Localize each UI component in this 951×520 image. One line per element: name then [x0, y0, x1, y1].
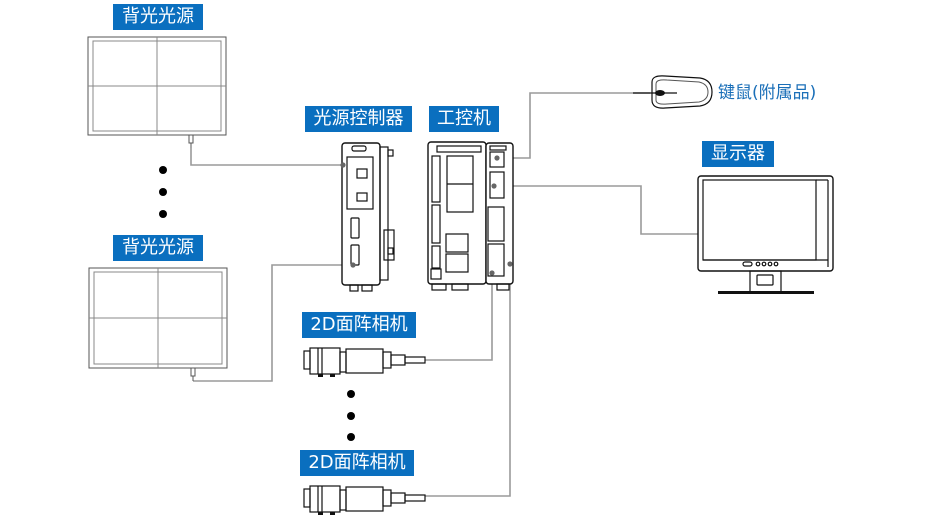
light-controller-illustration [340, 142, 395, 292]
ellipsis-dot [159, 188, 167, 196]
camera-ellipsis [347, 390, 355, 441]
port-dot [350, 262, 356, 268]
port-dot [494, 155, 500, 161]
ellipsis-dot [159, 166, 167, 174]
light-controller-label: 光源控制器 [305, 106, 412, 132]
ellipsis-dot [347, 412, 355, 420]
camera-top-label: 2D面阵相机 [302, 312, 416, 338]
backlight-bottom-label: 背光光源 [113, 235, 203, 261]
ipc-illustration [427, 141, 514, 291]
wire-backlight-top-to-controller [190, 148, 343, 166]
backlight-top-label: 背光光源 [113, 4, 203, 30]
camera-top-illustration [303, 347, 426, 377]
camera-bottom-label: 2D面阵相机 [300, 450, 414, 476]
ellipsis-dot [159, 210, 167, 218]
ellipsis-dot [347, 433, 355, 441]
backlight-bottom-illustration [88, 267, 228, 381]
camera-bottom-illustration [303, 485, 426, 515]
wires [190, 92, 700, 497]
port-dot [507, 261, 513, 267]
backlight-ellipsis [159, 166, 167, 218]
wire-backlight-bottom-to-controller [193, 264, 353, 382]
wire-monitor-to-ipc [494, 185, 700, 235]
monitor-label: 显示器 [702, 141, 774, 167]
backlight-top-illustration [87, 36, 227, 148]
ellipsis-dot [347, 390, 355, 398]
wire-camera-bottom-to-ipc [425, 265, 511, 497]
port-dot [489, 270, 495, 276]
mouse-illustration [633, 75, 713, 109]
mouse-keyboard-label: 键鼠(附属品) [718, 83, 817, 103]
wire-mouse-to-ipc [497, 92, 650, 159]
wire-camera-top-to-ipc [425, 274, 493, 361]
port-dot [491, 183, 497, 189]
monitor-illustration [697, 175, 834, 294]
port-dot [340, 162, 346, 168]
ipc-label: 工控机 [429, 106, 499, 132]
